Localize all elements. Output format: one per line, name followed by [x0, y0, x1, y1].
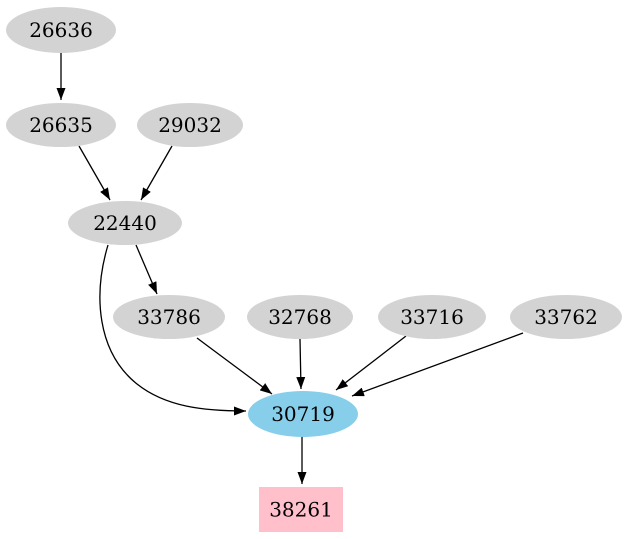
node-32768: 32768 [247, 295, 353, 339]
node-label-22440: 22440 [93, 211, 157, 235]
node-shape-ellipse [6, 7, 116, 53]
node-26636: 26636 [6, 7, 116, 53]
node-label-33762: 33762 [534, 305, 598, 329]
edge-33716-30719 [335, 335, 407, 391]
node-label-26635: 26635 [29, 113, 93, 137]
node-label-33786: 33786 [137, 305, 201, 329]
node-label-30719: 30719 [271, 402, 335, 426]
node-30719: 30719 [248, 391, 358, 437]
node-shape-ellipse [137, 103, 243, 147]
node-33716: 33716 [378, 295, 486, 339]
node-shape-ellipse [113, 295, 225, 339]
nodes-layer: 26636 26635 29032 22440 33786 32768 33716 33762… [6, 7, 622, 532]
edge-22440-33786 [135, 244, 158, 295]
node-label-38261: 38261 [269, 498, 333, 522]
node-33762: 33762 [510, 295, 622, 339]
edges-layer [56, 53, 524, 484]
node-label-29032: 29032 [158, 113, 222, 137]
edge-33762-30719 [351, 332, 524, 397]
node-label-26636: 26636 [29, 18, 93, 42]
node-label-33716: 33716 [400, 305, 464, 329]
node-22440: 22440 [68, 201, 182, 245]
node-label-32768: 32768 [268, 305, 332, 329]
edge-32768-30719 [296, 338, 306, 390]
node-shape-ellipse [510, 295, 622, 339]
edge-22440-30719 [99, 244, 247, 416]
edge-29032-22440 [140, 145, 173, 201]
node-shape-ellipse [247, 295, 353, 339]
edge-26635-22440 [78, 145, 111, 201]
node-shape-ellipse [6, 103, 116, 147]
node-26635: 26635 [6, 103, 116, 147]
node-shape-rect [259, 487, 343, 532]
node-33786: 33786 [113, 295, 225, 339]
node-shape-ellipse [378, 295, 486, 339]
node-29032: 29032 [137, 103, 243, 147]
node-shape-ellipse [68, 201, 182, 245]
edge-33786-30719 [196, 337, 273, 395]
node-shape-ellipse [248, 391, 358, 437]
node-38261: 38261 [259, 487, 343, 532]
